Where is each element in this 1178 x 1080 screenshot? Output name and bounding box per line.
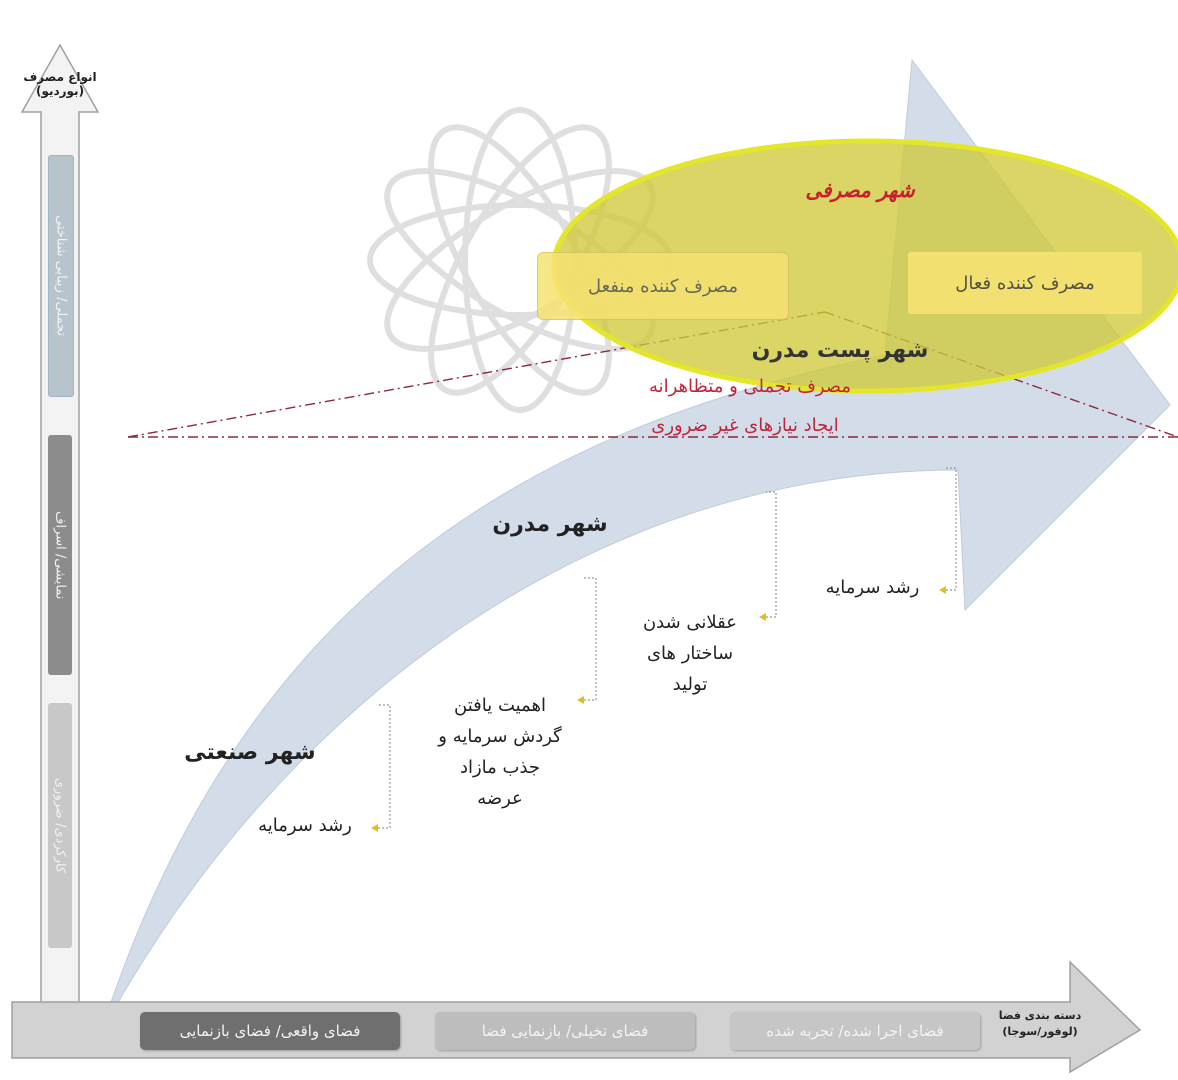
y-segment-show: نمایشی/ اسراف bbox=[48, 435, 72, 675]
x-axis-title-line2: (لوفور/سوجا) bbox=[1002, 1025, 1078, 1038]
note-rational-line2: ساختار های bbox=[646, 643, 734, 664]
modern-city-title: شهر مدرن bbox=[492, 512, 608, 537]
note-brackets bbox=[378, 467, 957, 829]
y-axis-title-line1: انواع مصرف bbox=[23, 70, 97, 84]
consumer-city-title: شهر مصرفی bbox=[805, 178, 915, 202]
active-consumer-box: مصرف کننده فعال bbox=[908, 252, 1142, 314]
y-segment-aesthetic: تجملی/ زیبایی شناختی bbox=[48, 155, 74, 397]
y-axis-title-line2: (بوردیو) bbox=[35, 84, 85, 98]
x-segment-imagined-space: فضای تخیلی/ بازنمایی فضا bbox=[435, 1012, 695, 1050]
dash-line-left bbox=[127, 311, 826, 438]
note-capital-line4: عرضه bbox=[477, 788, 523, 809]
note-rational-line3: تولید bbox=[672, 674, 708, 695]
x-axis-title: دسته بندی فضا (لوفور/سوجا) bbox=[995, 1008, 1085, 1040]
note-bullets bbox=[371, 586, 946, 832]
passive-consumer-label: مصرف کننده منفعل bbox=[587, 275, 739, 297]
note-capital-line2: گردش سرمایه و bbox=[438, 726, 562, 747]
active-consumer-label: مصرف کننده فعال bbox=[955, 272, 1095, 294]
industrial-city-title: شهر صنعتی bbox=[184, 740, 316, 765]
note-capital-circulation: اهمیت یافتن گردش سرمایه و جذب مازاد عرضه bbox=[415, 690, 585, 814]
note-capital-line1: اهمیت یافتن bbox=[454, 695, 546, 716]
x-axis-title-line1: دسته بندی فضا bbox=[998, 1009, 1082, 1022]
x-segment-lived-space: فضای اجرا شده/ تجربه شده bbox=[730, 1012, 980, 1050]
x-segment-real-space: فضای واقعی/ فضای بازنمایی bbox=[140, 1012, 400, 1050]
postmodern-city-title: شهر پست مدرن bbox=[751, 338, 929, 363]
note-capital-growth-1: رشد سرمایه bbox=[258, 815, 352, 836]
y-segment-functional: کارکردی/ ضروری bbox=[48, 703, 72, 948]
note-rational-line1: عقلانی شدن bbox=[642, 612, 738, 633]
postmodern-line2: ایجاد نیازهای غیر ضروری bbox=[651, 415, 839, 436]
note-rationalization: عقلانی شدن ساختار های تولید bbox=[615, 607, 765, 700]
y-axis-title: انواع مصرف (بوردیو) bbox=[8, 70, 112, 98]
note-capital-line3: جذب مازاد bbox=[459, 757, 541, 778]
passive-consumer-box: مصرف کننده منفعل bbox=[537, 252, 789, 320]
postmodern-line1: مصرف تجملی و متظاهرانه bbox=[648, 376, 852, 397]
note-capital-growth-2: رشد سرمایه bbox=[825, 577, 920, 598]
